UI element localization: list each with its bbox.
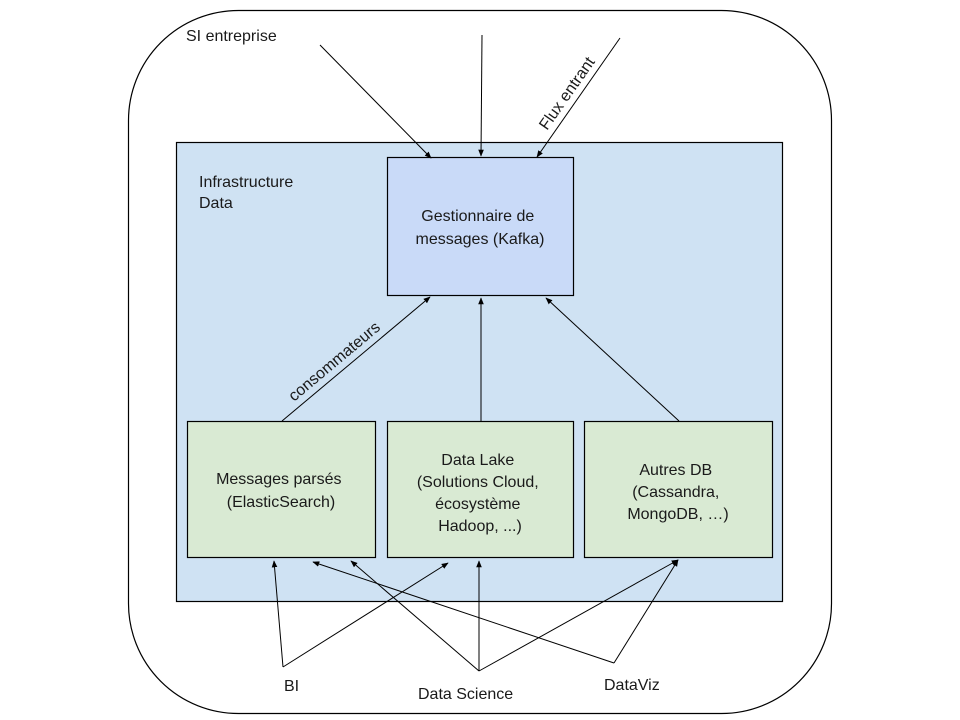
bi-label: BI	[284, 678, 299, 695]
elasticsearch-line-1: Messages parsés	[216, 471, 341, 488]
incoming-arrow-1	[319, 44, 432, 159]
otherdb-to-kafka-arrow	[545, 297, 680, 422]
other-db-node[interactable]: Autres DB (Cassandra, MongoDB, …)	[583, 420, 774, 559]
other-db-line-3: MongoDB, …)	[627, 506, 728, 523]
svg-text:Data Lake (Solutions Clo: Data Lake (Solutions Cloud, écosystème H…	[417, 452, 543, 535]
svg-text:Autres DB (Cassandra,: Autres DB (Cassandra, MongoDB, …)	[627, 462, 728, 523]
data-lake-line-1: Data Lake	[441, 452, 514, 469]
data-lake-node[interactable]: Data Lake (Solutions Cloud, écosystème H…	[386, 420, 575, 559]
kafka-node[interactable]: Gestionnaire de messages (Kafka)	[386, 156, 575, 297]
data-science-label: Data Science	[418, 686, 513, 703]
kafka-line-1: Gestionnaire de	[421, 208, 534, 225]
elasticsearch-node[interactable]: Messages parsés (ElasticSearch)	[186, 420, 377, 559]
svg-text:Gestionnaire de messages: Gestionnaire de messages (Kafka)	[416, 208, 545, 248]
infrastructure-label-line-2: Data	[199, 195, 233, 212]
other-db-line-1: Autres DB	[639, 462, 712, 479]
incoming-arrow-3	[536, 37, 621, 158]
dataviz-to-otherdb-arrow	[613, 559, 679, 664]
other-db-line-2: (Cassandra,	[632, 484, 719, 501]
bi-to-elastic-arrow	[271, 560, 284, 668]
bi-to-datalake-arrow	[282, 562, 449, 668]
si-entreprise-label: SI entreprise	[186, 28, 277, 45]
infrastructure-label-line-1: Infrastructure	[199, 174, 293, 191]
datascience-to-otherdb-arrow	[478, 559, 679, 672]
dataviz-label: DataViz	[604, 677, 660, 694]
elasticsearch-line-2: (ElasticSearch)	[227, 494, 335, 511]
dataviz-to-elastic-arrow	[312, 561, 615, 664]
data-lake-line-4: Hadoop, ...)	[438, 518, 522, 535]
data-lake-line-3: écosystème	[435, 496, 520, 513]
svg-text:Messages parsés (Elastic: Messages parsés (ElasticSearch)	[216, 471, 346, 511]
elastic-to-kafka-arrow	[281, 296, 431, 422]
infrastructure-data-label: Infrastructure Data	[199, 174, 298, 212]
datascience-to-elastic-arrow	[350, 560, 480, 672]
data-lake-line-2: (Solutions Cloud,	[417, 474, 539, 491]
kafka-line-2: messages (Kafka)	[416, 231, 545, 248]
incoming-arrow-2	[478, 34, 484, 157]
